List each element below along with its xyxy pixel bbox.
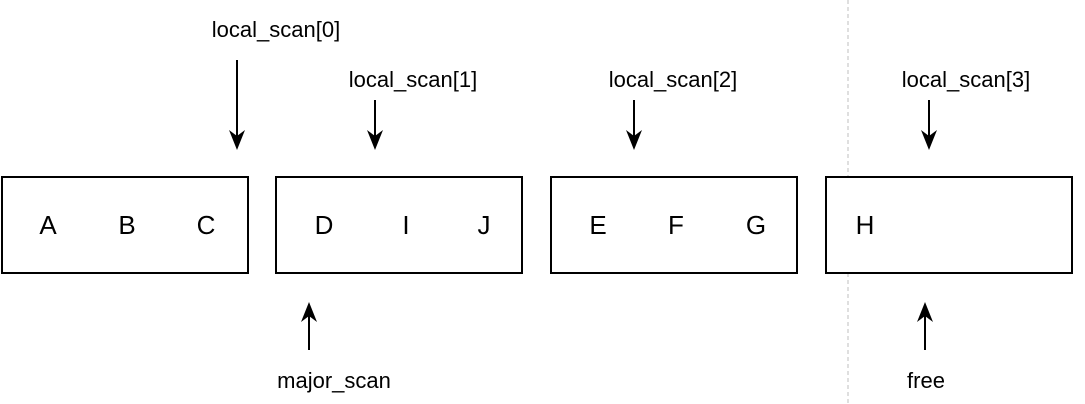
local-scan-3-label: local_scan[3] (901, 67, 1031, 92)
local-scan-0-arrow (229, 60, 245, 150)
local-scan-2-label: local_scan[2] (608, 67, 738, 92)
local-scan-3-arrow (921, 100, 937, 150)
cell: J (477, 209, 491, 240)
major-scan-label: major_scan (277, 368, 391, 393)
local-scan-1-label: local_scan[1] (348, 67, 478, 92)
major-scan-arrow (301, 302, 317, 350)
cell: A (39, 209, 57, 240)
local-scan-0-label: local_scan[0] (211, 17, 341, 42)
cell: G (745, 209, 767, 240)
block-0: A B C (1, 176, 249, 274)
cell: B (118, 209, 136, 240)
cell: F (668, 209, 684, 240)
block-2: E F G (550, 176, 798, 274)
cell: H (855, 209, 875, 240)
free-arrow (917, 302, 933, 350)
cell: E (589, 209, 607, 240)
block-3: H (825, 176, 1073, 274)
block-1: D I J (275, 176, 523, 274)
free-label: free (907, 368, 945, 393)
cell: D (314, 209, 334, 240)
local-scan-1-arrow (367, 100, 383, 150)
local-scan-2-arrow (626, 100, 642, 150)
cell: I (402, 209, 410, 240)
cell: C (196, 209, 216, 240)
